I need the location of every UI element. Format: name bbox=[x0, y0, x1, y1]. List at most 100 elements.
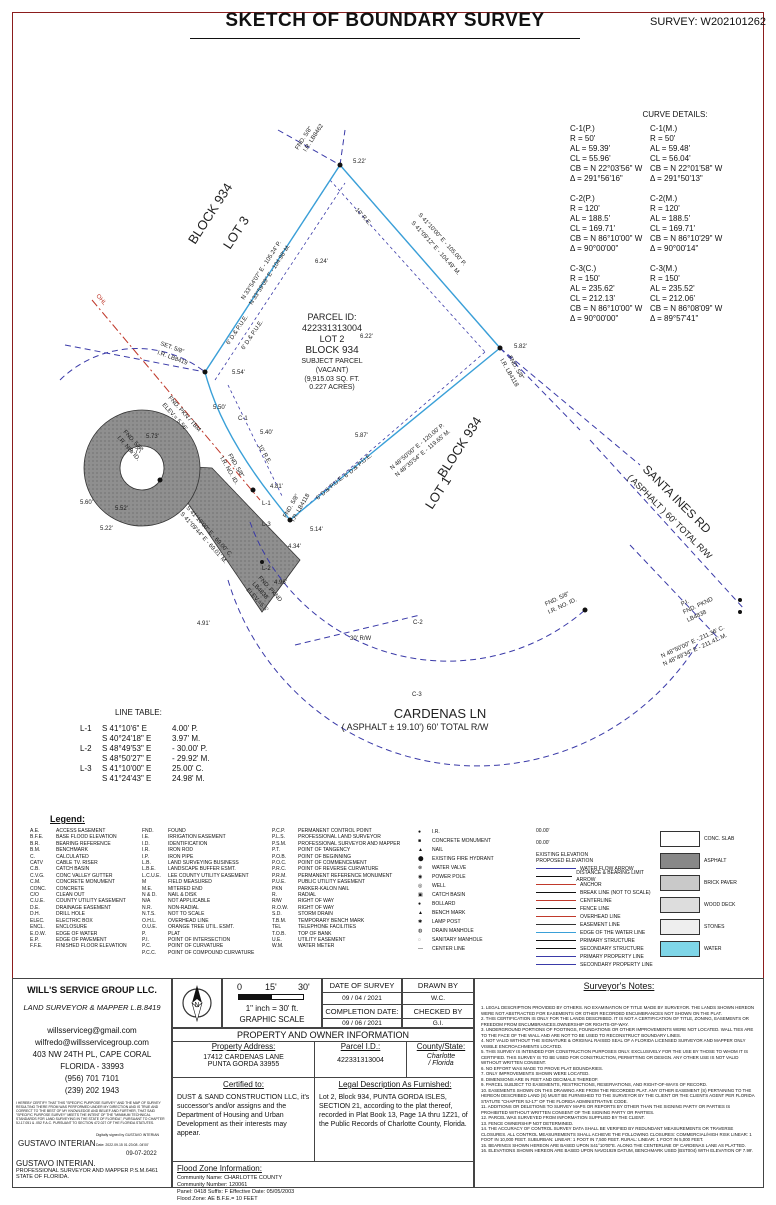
lot2-label: LOT 2 bbox=[320, 334, 345, 344]
line-table-cell: L-1 bbox=[80, 724, 92, 733]
legend-meaning: TOP OF BANK bbox=[298, 930, 332, 937]
legend-meaning: PROFESSIONAL SURVEYOR AND MAPPER bbox=[298, 840, 401, 847]
legend-abbr: C.B. bbox=[30, 866, 40, 873]
legend-abbr: P.I. bbox=[142, 936, 149, 943]
legend-meaning: PERMANENT CONTROL POINT bbox=[298, 828, 372, 834]
legend-meaning: UTILITY EASEMENT bbox=[298, 936, 346, 943]
surveyor-notes-title: Surveyor's Notes: bbox=[583, 981, 655, 991]
overhead-line bbox=[91, 299, 261, 501]
legal-description-text: Lot 2, Block 934, PUNTA GORDA ISLES, SEC… bbox=[319, 1094, 468, 1128]
legend-meaning: FOUND bbox=[168, 828, 186, 834]
legend-line-swatch bbox=[536, 908, 576, 910]
legend-meaning: IRON ROD bbox=[168, 847, 193, 854]
line-table-cell bbox=[80, 734, 102, 744]
elev-3: 6.22' bbox=[360, 334, 373, 340]
legend-meaning: FIELD MEASURED bbox=[168, 879, 212, 886]
legend-abbr: B.R. bbox=[30, 840, 40, 847]
curve-gap bbox=[650, 254, 740, 264]
legend-line-label: PRIMARY PROPERTY LINE bbox=[580, 953, 644, 960]
curve-cell-measured: Δ = 90°00'14" bbox=[650, 244, 699, 253]
legend-row: B.M.BENCHMARK bbox=[30, 847, 136, 853]
curve-cell-measured: C-1(M.) bbox=[650, 124, 678, 133]
legend-line-label: ANCHOR bbox=[580, 881, 602, 888]
legend-row: F.F.E.FINISHED FLOOR ELEVATION bbox=[30, 943, 136, 949]
legend-abbr: P.C.P. bbox=[272, 828, 286, 834]
legend-symbol-label: BOLLARD bbox=[432, 901, 456, 907]
curve-cell-plat: Δ = 291°56'16" bbox=[570, 174, 623, 183]
legend-row: P.S.M. PROFESSIONAL SURVEYOR AND MAPPER bbox=[272, 841, 408, 847]
parcel-value: 422331313004 bbox=[337, 1057, 384, 1064]
line-table-cell: 4.00' P. bbox=[172, 724, 198, 733]
surveyor-title: PROFESSIONAL SURVEYOR AND MAPPER P.S.M.6… bbox=[16, 1168, 159, 1174]
curve-cell-plat: CB = N 22°03'56" W bbox=[570, 164, 643, 173]
legend-row: R.O.W.RIGHT OF WAY bbox=[272, 905, 408, 911]
legend-meaning: ELECTRIC BOX bbox=[56, 917, 93, 924]
legend-line-row: ANCHOR bbox=[536, 881, 656, 889]
line-l2-label: L-2 bbox=[262, 566, 271, 572]
legend-meaning: STORM DRAIN bbox=[298, 911, 333, 918]
elev-5: 5.54' bbox=[232, 370, 245, 376]
curve-cell-plat: AL = 188.5' bbox=[570, 214, 611, 223]
line-table-row: S 48°50'27" E- 29.92' M. bbox=[80, 754, 232, 764]
legend-fill-label: WOOD DECK bbox=[704, 901, 736, 908]
legend-line-swatch bbox=[536, 932, 576, 934]
flood-community-number: Community Number: 120061 bbox=[177, 1182, 248, 1188]
legend-col-4: ●I.R.■CONCRETE MONUMENT▲NAIL⬤EXISTING FI… bbox=[418, 828, 518, 954]
curve-c2-label: C-2 bbox=[413, 620, 423, 626]
curve-cell-measured: AL = 235.52' bbox=[650, 284, 695, 293]
legend-symbol-label: NAIL bbox=[432, 847, 444, 853]
legend-symbol-row: ▣CATCH BASIN bbox=[418, 891, 518, 900]
elev-13: 5.52' bbox=[115, 506, 128, 512]
legend-abbr: C.U.E. bbox=[30, 898, 45, 905]
flood-zone: Flood Zone: AE B.F.E.= 10 FEET bbox=[177, 1196, 258, 1202]
surveyor-note: 3. UNDERGROUND PORTIONS OF FOOTINGS, FOU… bbox=[481, 1027, 754, 1038]
block934-label-c: BLOCK 934 bbox=[305, 345, 359, 356]
legend-line-swatch bbox=[536, 924, 576, 926]
legend-fill-label: ASPHALT bbox=[704, 857, 727, 864]
legend-line-label: DISTANCE & BEARING LIMIT ARROW bbox=[576, 870, 644, 883]
legend-line-label: PRIMARY STRUCTURE bbox=[580, 937, 635, 944]
line-table-cell: S 48°50'27" E bbox=[102, 754, 152, 763]
legend-line-label: BREAK LINE (NOT TO SCALE) bbox=[580, 889, 651, 896]
legend-abbr: E.O.W. bbox=[30, 930, 46, 937]
survey-dates-box: DATE OF SURVEY 09 / 04 / 2021 COMPLETION… bbox=[322, 978, 402, 1028]
surveyor-note: 2. THIS CERTIFICATION IS ONLY FOR THE LA… bbox=[481, 1016, 749, 1027]
legend-abbr: P.S.M. bbox=[272, 840, 287, 847]
line-l1-label: L-1 bbox=[262, 501, 271, 507]
survey-drawing: LOT 3 BLOCK 934 LOT 1 BLOCK 934 PARCEL I… bbox=[59, 123, 746, 767]
legend-symbol-row: ◉POWER POLE bbox=[418, 873, 518, 882]
signature-name: GUSTAVO INTERIAN bbox=[18, 1139, 96, 1148]
surveyor-state: STATE OF FLORIDA. bbox=[16, 1174, 69, 1180]
legend-meaning: ENCLOSURE bbox=[56, 924, 88, 931]
legend-abbr: C/O bbox=[30, 892, 39, 899]
legend-line-swatch bbox=[536, 900, 576, 902]
flood-zone-label: Flood Zone Information: bbox=[177, 1164, 262, 1173]
legend-row: ENCL.ENCLOSURE bbox=[30, 924, 136, 930]
legend-symbol-label: LAMP POST bbox=[432, 919, 461, 925]
legend-abbr: T.O.B. bbox=[272, 930, 286, 937]
legend-meaning: PARKER-KALON NAIL bbox=[298, 885, 350, 892]
curve-cell-plat: C-1(P.) bbox=[570, 124, 595, 133]
curve-cell-plat: CB = N 86°10'00" W bbox=[570, 234, 643, 243]
north-arrow-icon: N bbox=[182, 985, 212, 1023]
curve-cell-measured: R = 120' bbox=[650, 204, 680, 213]
legend-abbr: I.R. bbox=[142, 847, 150, 854]
legend-row: I.D.IDENTIFICATION bbox=[142, 841, 268, 847]
legend-abbr: D.H. bbox=[30, 911, 40, 918]
surveyor-note: 1. LEGAL DESCRIPTION PROVIDED BY OTHERS.… bbox=[481, 1005, 755, 1016]
line-table-cell: S 40°24'18" E bbox=[102, 734, 152, 743]
surveyor-name: GUSTAVO INTERIAN. bbox=[16, 1159, 96, 1168]
curve-cell-measured: R = 150' bbox=[650, 274, 680, 283]
curve-cell-measured: CB = N 86°08'09" W bbox=[650, 304, 723, 313]
curve-cell-measured: C-2(M.) bbox=[650, 194, 678, 203]
legend-line-swatch bbox=[536, 892, 576, 894]
scale-ratio: 1" inch = 30' ft. bbox=[245, 1004, 299, 1013]
legend-symbol-label: CONCRETE MONUMENT bbox=[432, 838, 491, 844]
legend-proposed-elevation: PROPOSED ELEVATION bbox=[536, 858, 594, 865]
legend-abbr: L.B.E. bbox=[142, 866, 156, 873]
legend-line-row: BREAK LINE (NOT TO SCALE) bbox=[536, 889, 656, 897]
